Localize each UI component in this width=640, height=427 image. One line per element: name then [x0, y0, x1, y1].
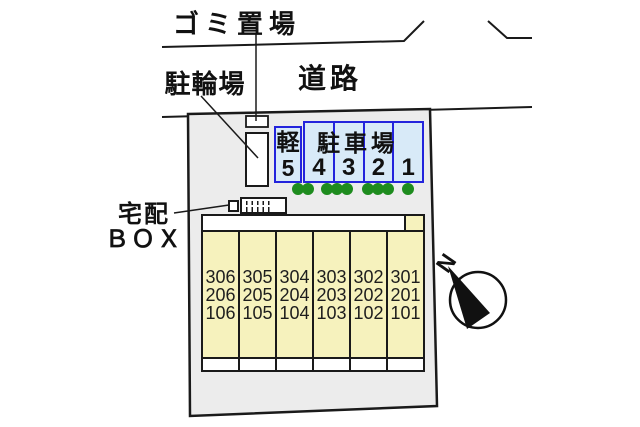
parking-lot: 駐車場 4 3 2 1 [303, 121, 424, 183]
delivery-box-label-line1: 宅配 [118, 201, 170, 228]
room-column-4: 304 204 104 [275, 232, 312, 357]
apartment-building: 306 206 106 305 205 105 304 204 104 303 … [201, 214, 425, 372]
bush-icon [382, 183, 394, 195]
bicycle-parking-area [245, 132, 269, 187]
room-number: 303 [316, 266, 347, 287]
kei-space-number: 5 [281, 155, 295, 181]
room-number: 202 [353, 284, 384, 305]
bicycle-parking-label: 駐輪場 [164, 69, 246, 99]
delivery-box [228, 200, 239, 212]
room-number: 102 [353, 302, 384, 323]
garbage-area-label: ゴミ置場 [172, 9, 301, 39]
steps-hatch-icon [246, 207, 273, 212]
room-number: 203 [316, 284, 347, 305]
parking-space-2: 2 [362, 123, 393, 181]
bush-icon [341, 183, 353, 195]
bush-icon [302, 183, 314, 195]
room-number: 306 [205, 266, 236, 287]
bush-icon [372, 183, 384, 195]
room-grid: 306 206 106 305 205 105 304 204 104 303 … [203, 230, 423, 359]
north-compass-icon [448, 266, 508, 330]
room-column-1: 301 201 101 [386, 232, 423, 357]
room-column-2: 302 202 102 [349, 232, 386, 357]
bush-icon [321, 183, 333, 195]
balcony-row [203, 359, 423, 370]
room-column-3: 303 203 103 [312, 232, 349, 357]
balcony-cell [238, 359, 275, 370]
room-number: 106 [205, 302, 236, 323]
entrance-lobby [240, 197, 287, 214]
balcony-cell [386, 359, 423, 370]
room-number: 302 [353, 266, 384, 287]
road-upper-line-left [161, 20, 425, 48]
balcony-cell [275, 359, 312, 370]
delivery-box-label-line2: ＢＯＸ [105, 226, 183, 253]
delivery-box-label: 宅配 ＢＯＸ [100, 202, 188, 252]
room-number: 204 [279, 284, 310, 305]
room-number: 103 [316, 302, 347, 323]
room-number: 301 [390, 266, 421, 287]
room-number: 305 [242, 266, 273, 287]
stairwell-block [404, 216, 423, 230]
room-number: 205 [242, 284, 273, 305]
bush-icon [292, 183, 304, 195]
room-column-5: 305 205 105 [238, 232, 275, 357]
kei-parking-space: 軽 5 [274, 126, 302, 183]
room-number: 104 [279, 302, 310, 323]
parking-space-3: 3 [332, 123, 363, 181]
parking-space-4: 4 [312, 154, 326, 181]
balcony-cell [203, 359, 238, 370]
balcony-cell [349, 359, 386, 370]
bush-icon [402, 183, 414, 195]
room-number: 101 [390, 302, 421, 323]
leader-line-bicycle [200, 95, 259, 159]
leader-line-delivery-box [173, 204, 230, 214]
bush-icon [331, 183, 343, 195]
room-number: 105 [242, 302, 273, 323]
balcony-cell [312, 359, 349, 370]
room-column-6: 306 206 106 [203, 232, 238, 357]
garbage-box [245, 115, 269, 128]
parking-space-1: 1 [392, 123, 422, 181]
bush-icons [292, 183, 414, 195]
kei-label: 軽 [276, 129, 300, 155]
steps-hatch-icon [246, 201, 273, 205]
room-number: 201 [390, 284, 421, 305]
room-number: 304 [279, 266, 310, 287]
bush-icon [362, 183, 374, 195]
road-label: 道路 [297, 63, 362, 94]
room-number: 206 [205, 284, 236, 305]
road-upper-line-right [487, 20, 532, 39]
